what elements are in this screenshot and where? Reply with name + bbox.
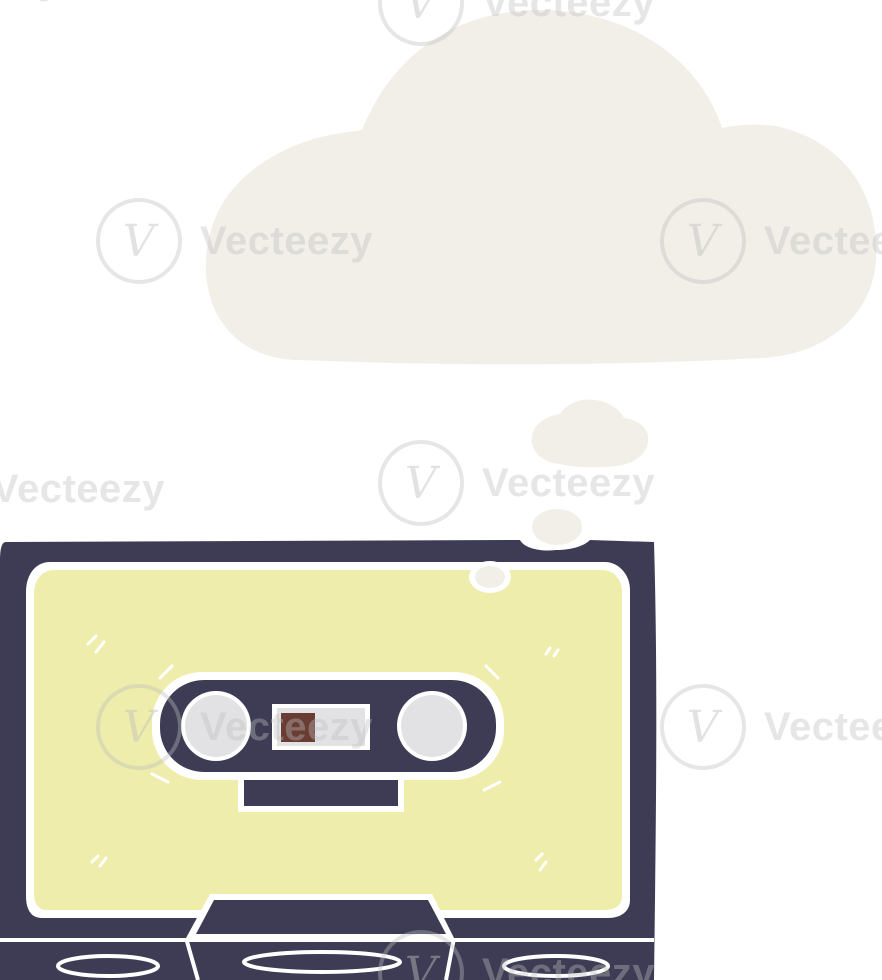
thought-bubble-medium bbox=[531, 399, 649, 468]
thought-cloud bbox=[205, 10, 877, 365]
left-reel bbox=[185, 695, 247, 757]
thought-cloud-shape bbox=[205, 10, 877, 365]
label-sparkles bbox=[86, 634, 560, 872]
label-notch-inner bbox=[475, 566, 505, 588]
cassette-tape bbox=[0, 540, 657, 980]
bottom-hole-right bbox=[502, 954, 610, 978]
label-bar bbox=[244, 780, 398, 806]
right-reel bbox=[401, 695, 463, 757]
thought-bubble-small bbox=[532, 509, 582, 545]
cassette-bottom-trapezoid bbox=[196, 900, 446, 934]
tape-window-dark bbox=[281, 713, 315, 742]
bottom-hole-left bbox=[56, 954, 160, 978]
bottom-divider-left bbox=[184, 937, 200, 980]
bottom-hole-center bbox=[242, 950, 402, 974]
bottom-divider-right bbox=[444, 937, 456, 980]
